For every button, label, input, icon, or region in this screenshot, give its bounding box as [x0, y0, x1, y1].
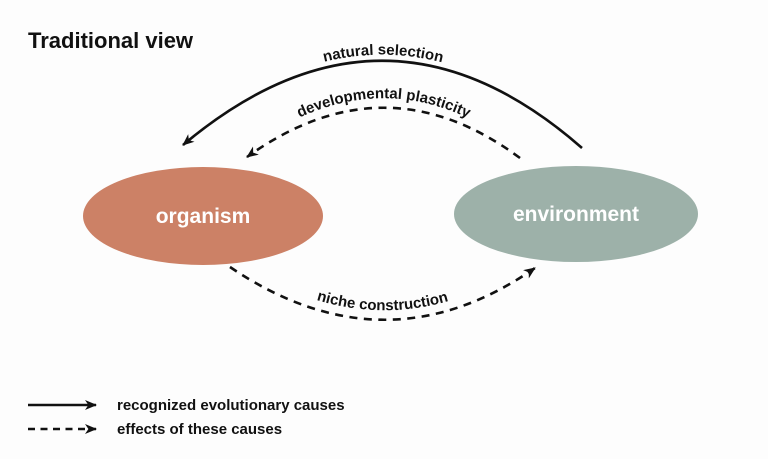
environment-label: environment — [513, 203, 639, 226]
legend-row-solid: recognized evolutionary causes — [28, 397, 345, 414]
niche-construction-label-text: niche construction — [315, 288, 449, 315]
natural-selection-arrow — [182, 59, 583, 149]
page-title: Traditional view — [28, 28, 194, 53]
niche-construction-arrow — [229, 265, 536, 321]
legend-solid-label: recognized evolutionary causes — [117, 397, 345, 414]
organism-ellipse — [83, 167, 323, 265]
environment-node: environment — [454, 166, 698, 262]
organism-label: organism — [156, 205, 251, 228]
legend-row-dashed: effects of these causes — [28, 421, 282, 438]
arrows-layer — [182, 59, 583, 321]
developmental-plasticity-label-text: developmental plasticity — [294, 85, 474, 122]
developmental-plasticity-label: developmental plasticity — [294, 85, 474, 122]
developmental-plasticity-arrow — [246, 106, 521, 160]
natural-selection-label: natural selection — [321, 42, 445, 67]
developmental-plasticity-label-path — [247, 98, 520, 150]
environment-ellipse — [454, 166, 698, 262]
natural-selection-label-text: natural selection — [321, 42, 445, 67]
legend: recognized evolutionary causes effects o… — [28, 397, 345, 438]
organism-node: organism — [83, 167, 323, 265]
legend-dashed-label: effects of these causes — [117, 421, 282, 438]
niche-construction-label: niche construction — [315, 288, 449, 315]
